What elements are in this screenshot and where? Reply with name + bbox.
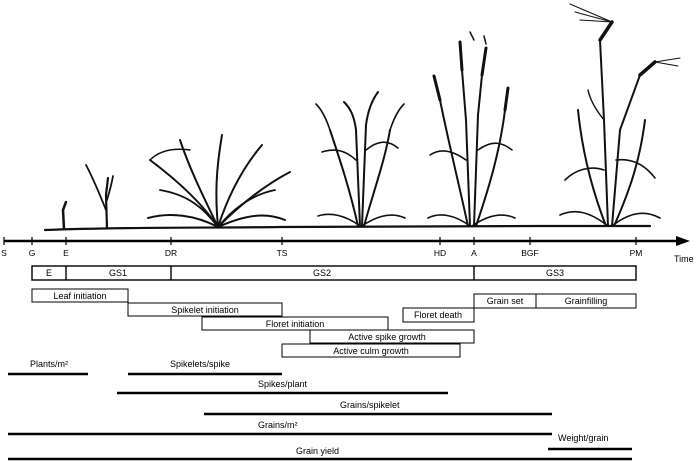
label-active-spike-growth: Active spike growth	[348, 332, 426, 342]
phase-gs2: GS2	[313, 268, 331, 278]
box-spikelet-initiation	[127, 302, 283, 317]
label-grain-yield: Grain yield	[296, 446, 339, 456]
label-plants-m2: Plants/m²	[30, 359, 68, 369]
yield-components: Plants/m² Spikelets/spike Spikes/plant G…	[8, 359, 632, 461]
time-axis-arrowhead	[676, 236, 690, 246]
ground-line	[43, 224, 652, 232]
stage-g: G	[29, 248, 36, 258]
stage-a: A	[471, 248, 477, 258]
label-grains-spikelet: Grains/spikelet	[340, 400, 400, 410]
stage-dr: DR	[165, 248, 177, 258]
box-leaf-initiation	[31, 288, 129, 303]
time-axis: Time S G E DR TS HD A BGF PM	[1, 236, 694, 264]
box-active-spike-growth	[309, 329, 475, 344]
process-boxes: Leaf initiation Spikelet initiation Flor…	[31, 288, 637, 358]
stage-e: E	[63, 248, 69, 258]
label-leaf-initiation: Leaf initiation	[53, 291, 106, 301]
plant-seedling	[85, 164, 114, 230]
time-label: Time	[674, 254, 694, 264]
plant-maturity	[559, 3, 681, 227]
phase-bar: E GS1 GS2 GS3	[31, 265, 637, 281]
box-floret-initiation	[201, 316, 389, 331]
label-spikelets-spike: Spikelets/spike	[170, 359, 230, 369]
box-floret-death	[402, 307, 475, 323]
label-spikes-plant: Spikes/plant	[258, 379, 308, 389]
label-grain-set: Grain set	[487, 296, 524, 306]
phase-bar-frame	[31, 265, 637, 281]
stage-bgf: BGF	[521, 248, 538, 258]
stage-pm: PM	[630, 248, 643, 258]
plant-anthesis	[427, 31, 516, 227]
box-grainfilling	[535, 293, 637, 309]
label-spikelet-initiation: Spikelet initiation	[171, 305, 239, 315]
stage-ticks	[3, 237, 637, 245]
plant-illustrations	[43, 3, 681, 232]
plant-double-ridge	[147, 134, 291, 228]
phase-gs3: GS3	[546, 268, 564, 278]
box-active-culm-growth	[281, 343, 461, 358]
label-grains-m2: Grains/m²	[258, 420, 298, 430]
label-floret-initiation: Floret initiation	[266, 319, 325, 329]
label-floret-death: Floret death	[414, 310, 462, 320]
stage-ts: TS	[277, 248, 288, 258]
phase-e: E	[46, 268, 52, 278]
label-grainfilling: Grainfilling	[565, 296, 608, 306]
stage-s: S	[1, 248, 7, 258]
label-active-culm-growth: Active culm growth	[333, 346, 409, 356]
phase-gs1: GS1	[109, 268, 127, 278]
stage-hd: HD	[434, 248, 446, 258]
plant-terminal-spikelet	[315, 91, 406, 227]
label-weight-grain: Weight/grain	[558, 433, 608, 443]
stage-labels: S G E DR TS HD A BGF PM	[1, 248, 642, 258]
plant-emergence	[61, 200, 68, 231]
